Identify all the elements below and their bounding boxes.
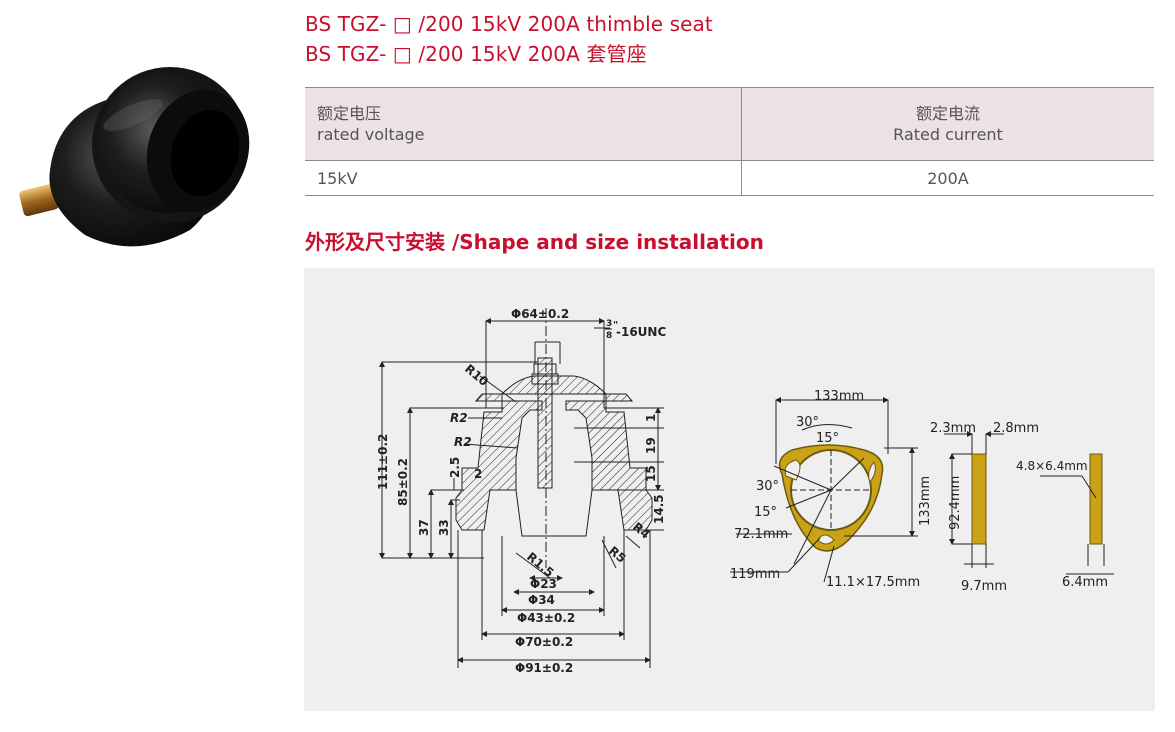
dim-r2a: R2 [450,411,468,425]
gasket-front-view [730,397,918,583]
spec-table-row: 15kV 200A [305,160,1154,196]
dim-w64: 6.4mm [1062,575,1108,590]
dim-h85: 85±0.2 [396,458,410,506]
dim-d34: Φ34 [528,593,555,607]
dim-a15a: 15° [816,431,839,446]
dim-r10: R10 [462,362,491,389]
header-rated-voltage: 额定电压 rated voltage [305,87,742,161]
spec-table: 额定电压 rated voltage 额定电流 Rated current 15… [305,87,1154,196]
product-photo [19,67,250,247]
dim-v145: 14.5 [652,494,666,524]
dim-d721: 72.1mm [734,527,788,542]
dim-v19: 19 [644,437,658,454]
technical-drawing: Φ64±0.2 3 8 " -16UNC R10 R2 R2 2 111±0.2… [376,307,1114,675]
dim-a15b: 15° [754,505,777,520]
dim-slot: 11.1×17.5mm [826,575,920,590]
dim-d23: Φ23 [530,577,557,591]
dim-t28: 2.8mm [993,421,1039,436]
dim-thread-mark: " [613,320,618,331]
dim-v15: 15 [644,465,658,482]
product-title-en: BS TGZ- □ /200 15kV 200A thimble seat [305,12,713,36]
dim-a30a: 30° [796,415,819,430]
dim-d64: Φ64±0.2 [511,307,569,321]
dim-t23: 2.3mm [930,421,976,436]
spec-table-header: 额定电压 rated voltage 额定电流 Rated current [305,87,1154,161]
header-rated-current-en: Rated current [893,125,1003,144]
dim-h33: 33 [437,519,451,536]
dim-w97: 9.7mm [961,579,1007,594]
dim-r15: R1.5 [524,550,556,580]
dim-thread: -16UNC [616,325,666,339]
dim-thread-den: 8 [606,331,612,341]
section-heading: 外形及尺寸安装 /Shape and size installation [305,230,764,254]
dim-h37: 37 [417,519,431,536]
product-title-cn: BS TGZ- □ /200 15kV 200A 套管座 [305,42,647,66]
dim-w2: 2 [474,467,482,481]
dim-w133: 133mm [814,389,864,404]
dim-r2b: R2 [454,435,472,449]
header-rated-current-cn: 额定电流 [915,104,980,123]
dim-h133: 133mm [918,476,933,526]
dim-h924: 92.4mm [948,476,963,530]
cell-voltage: 15kV [305,160,742,196]
gasket-side-view [944,431,1004,568]
header-rated-voltage-cn: 额定电压 [317,104,382,123]
dim-h25: 2.5 [448,457,462,478]
dim-d119: 119mm [730,567,780,582]
dim-h111: 111±0.2 [376,434,390,490]
dim-d91: Φ91±0.2 [515,661,573,675]
dim-d70: Φ70±0.2 [515,635,573,649]
cross-section-drawing [379,308,664,668]
dim-v1: 1 [644,414,658,422]
dim-d43: Φ43±0.2 [517,611,575,625]
dim-a30b: 30° [756,479,779,494]
dim-hole: 4.8×6.4mm [1016,459,1088,473]
cell-current: 200A [741,160,1154,196]
dim-thread-num: 3 [606,319,612,329]
header-rated-voltage-en: rated voltage [317,125,425,144]
dim-r5: R5 [606,544,628,566]
drawing-panel: Φ64±0.2 3 8 " -16UNC R10 R2 R2 2 111±0.2… [304,268,1155,711]
header-rated-current: 额定电流 Rated current [741,87,1154,161]
gasket-edge-view [1040,453,1114,575]
